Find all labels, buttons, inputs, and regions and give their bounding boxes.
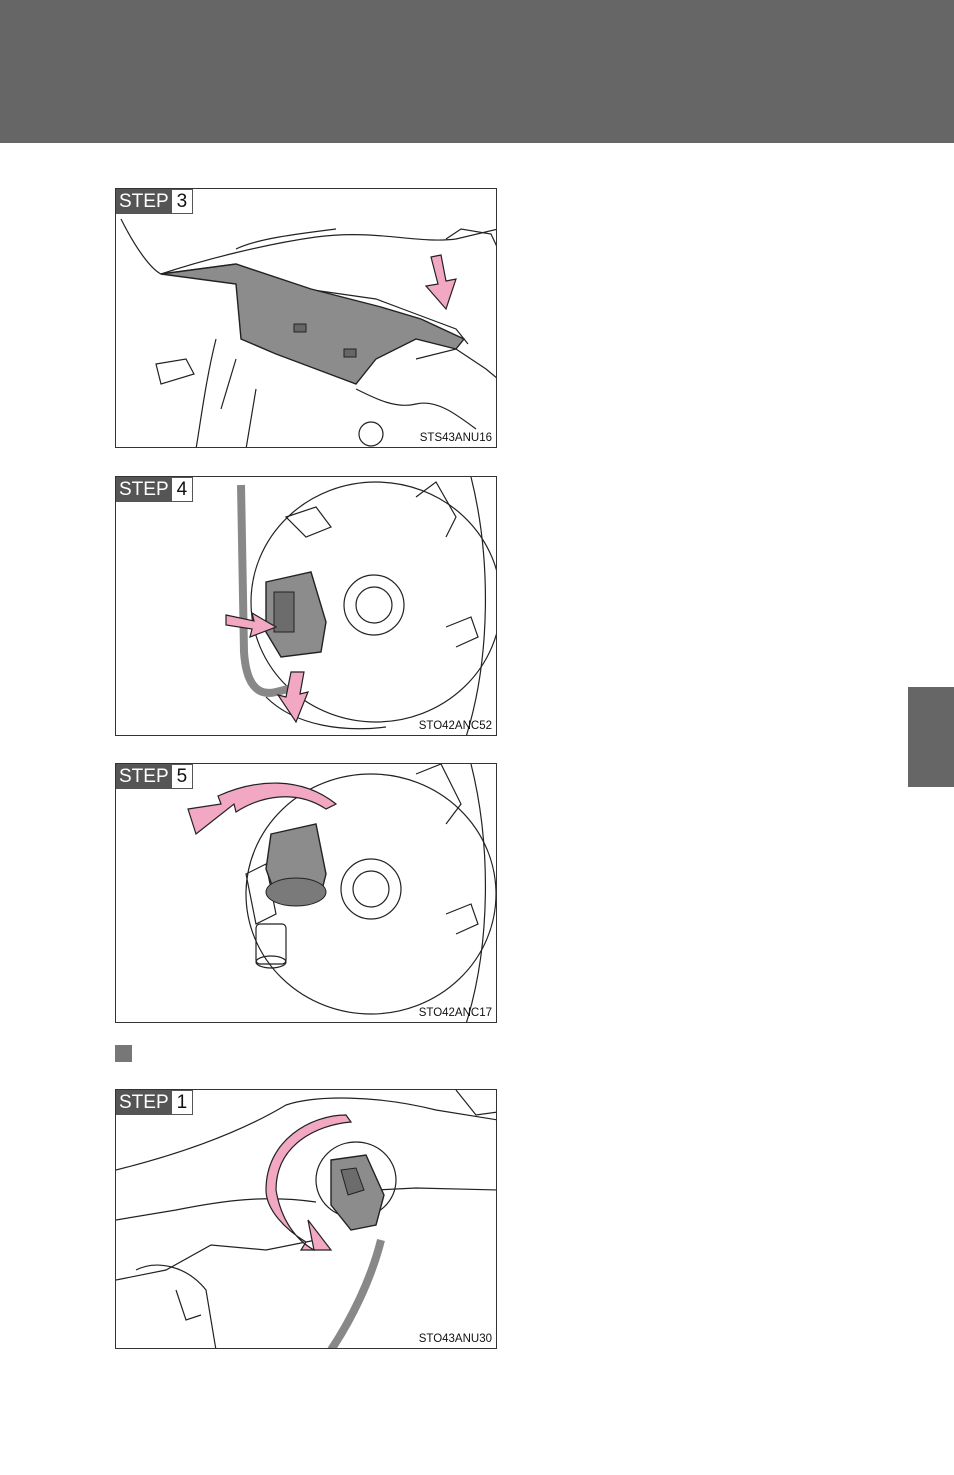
figure-code: STO42ANC52 (418, 720, 492, 732)
section-bullet-square (115, 1045, 132, 1062)
step-label: STEP (116, 764, 172, 789)
step-label: STEP (116, 189, 172, 214)
figure-code: STO43ANU30 (418, 1333, 492, 1345)
step-label: STEP (116, 1090, 172, 1115)
step-number: 4 (171, 477, 194, 502)
fog-light-illustration (116, 1090, 496, 1348)
figure-step-4: STEP 4 STO42ANC52 (115, 476, 497, 736)
step-number: 5 (171, 764, 194, 789)
engine-cover-illustration (120, 218, 496, 447)
step-badge: STEP 4 (116, 477, 194, 502)
pull-down-arrow (276, 671, 309, 724)
step-badge: STEP 5 (116, 764, 194, 789)
step-number: 3 (171, 189, 194, 214)
figure-step-3: STEP 3 STS43ANU16 (115, 188, 497, 448)
bulb-removal-illustration (187, 764, 496, 1022)
figure-code: STS43ANU16 (419, 432, 492, 444)
figure-step-5: STEP 5 STO42ANC17 (115, 763, 497, 1023)
rotate-arrow (187, 782, 338, 836)
chapter-side-tab (908, 687, 954, 787)
figure-step-1: STEP 1 STO43ANU30 (115, 1089, 497, 1349)
figure-code: STO42ANC17 (418, 1007, 492, 1019)
step-number: 1 (171, 1090, 194, 1115)
connector-illustration (225, 477, 496, 735)
down-arrow (424, 254, 457, 311)
step-badge: STEP 3 (116, 189, 194, 214)
step-badge: STEP 1 (116, 1090, 194, 1115)
push-arrow (225, 611, 278, 638)
page-header-bar (0, 0, 954, 143)
rotate-arrow (265, 1114, 353, 1252)
step-label: STEP (116, 477, 172, 502)
engine-cover-part (160, 263, 466, 385)
